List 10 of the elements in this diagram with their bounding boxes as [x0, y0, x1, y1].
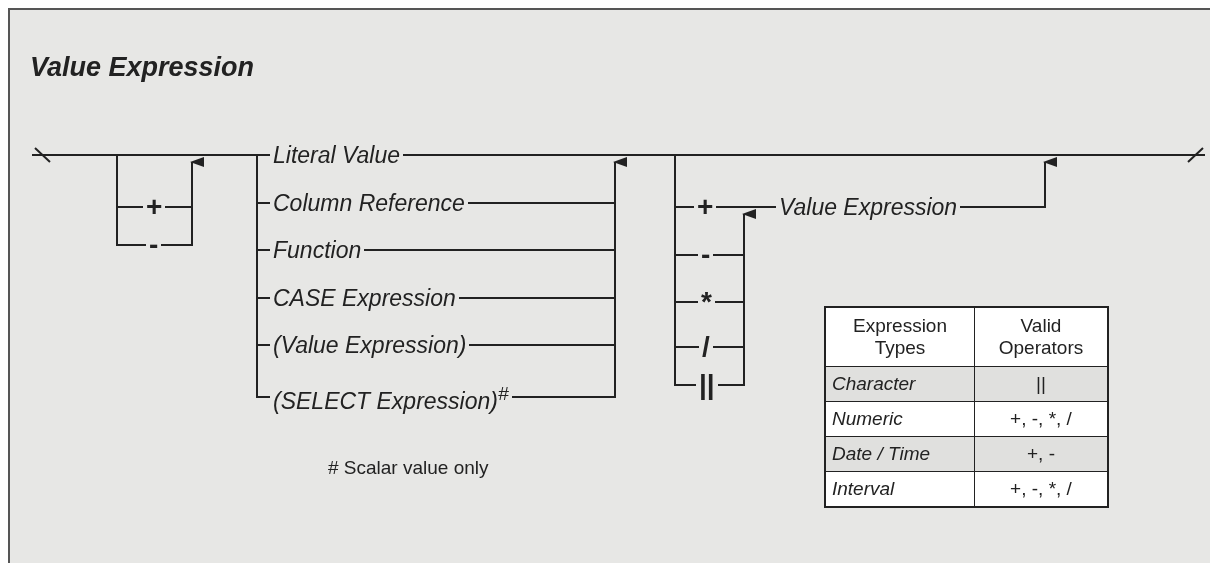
footnote: # Scalar value only: [327, 457, 490, 477]
table-header-cell: Expression Types: [825, 307, 975, 367]
table-cell: Date / Time: [825, 436, 975, 472]
diagram-title: Value Expression: [30, 52, 255, 83]
table-cell: Numeric: [825, 401, 975, 437]
syntax-item: (Value Expression): [270, 333, 470, 357]
syntax-item: CASE Expression: [270, 286, 459, 310]
syntax-item: Value Expression: [776, 195, 961, 219]
operator-symbol: ||: [696, 371, 718, 399]
table-cell: Character: [825, 366, 975, 402]
